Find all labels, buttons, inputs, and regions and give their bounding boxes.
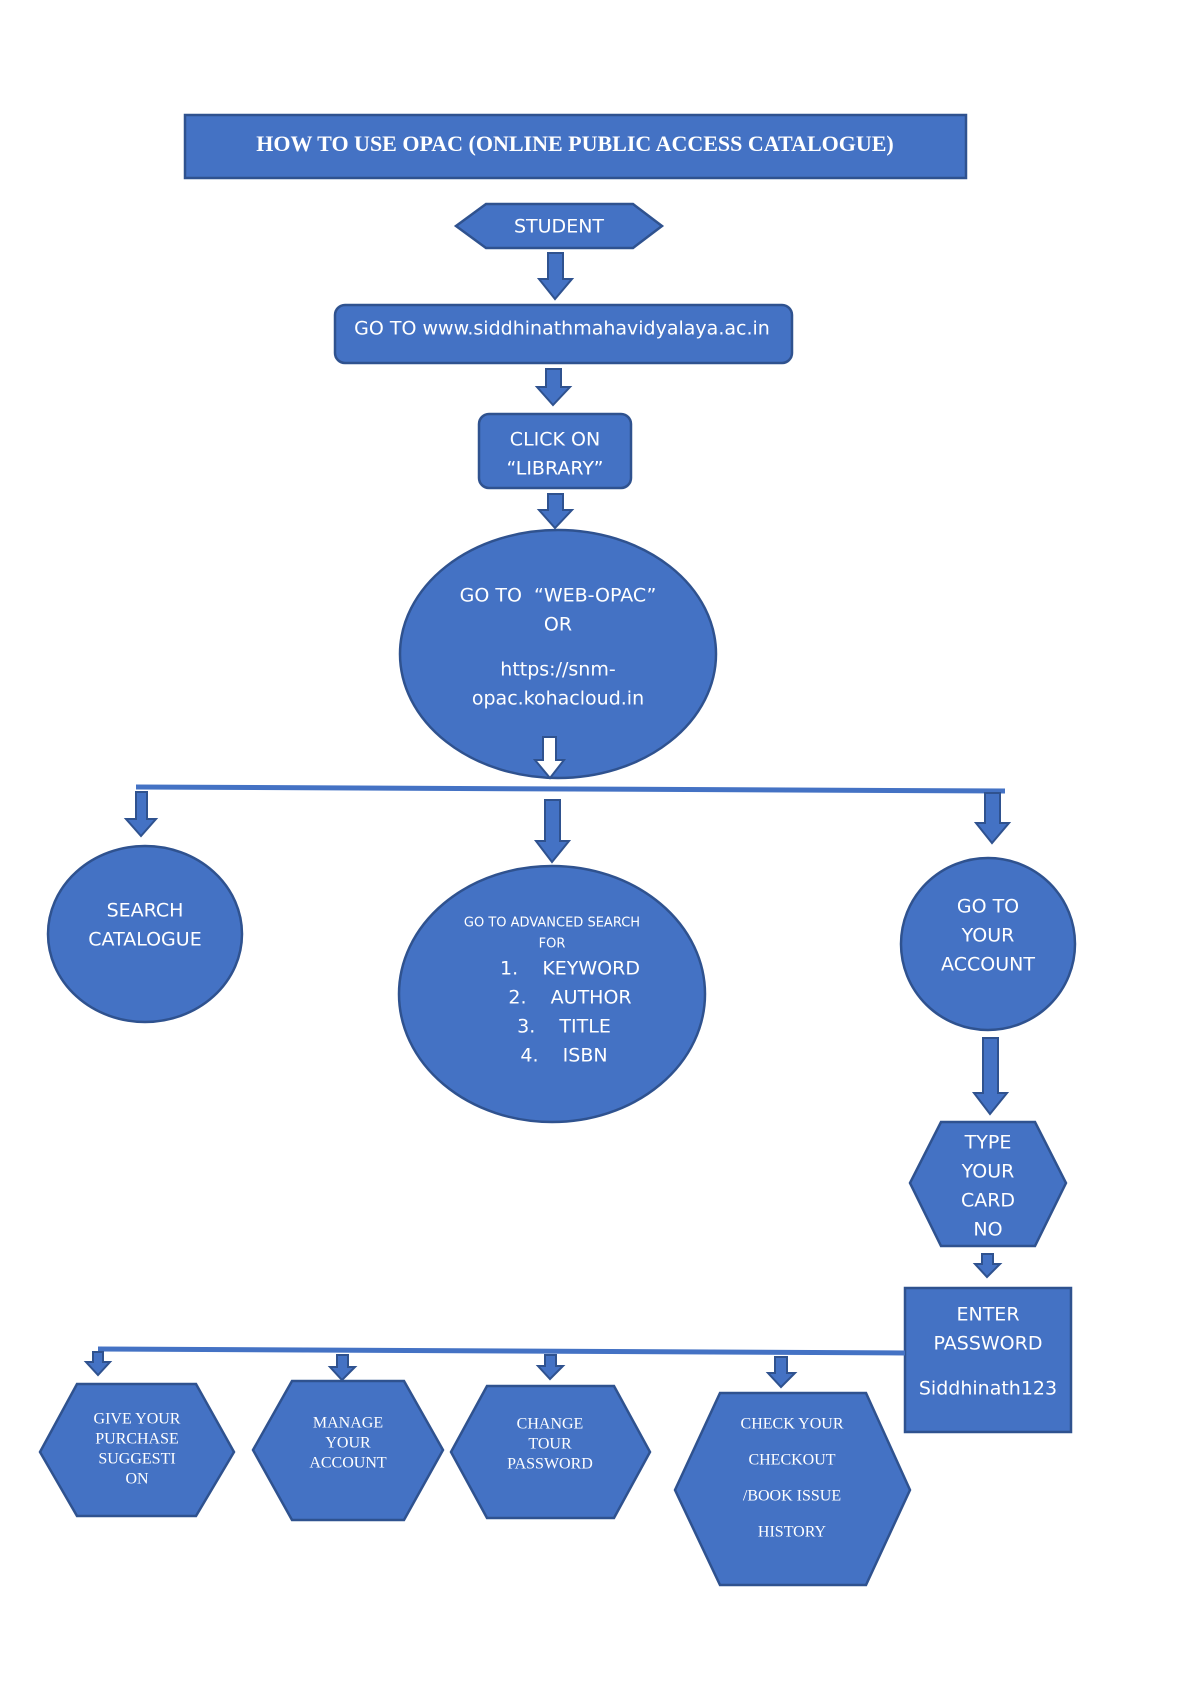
arrow-down-icon bbox=[536, 493, 575, 530]
arrow-down-icon bbox=[973, 792, 1012, 845]
hollow-arrow-down-icon bbox=[532, 736, 567, 780]
card-number-node: TYPE YOUR CARD NO bbox=[908, 1120, 1068, 1248]
search-catalogue-line-1: SEARCH bbox=[107, 900, 184, 922]
advanced-search-heading-1: GO TO ADVANCED SEARCH bbox=[464, 916, 640, 931]
web-opac-url-line-2: opac.kohacloud.in bbox=[472, 688, 644, 710]
checkout-line-2: CHECKOUT bbox=[748, 1452, 835, 1469]
library-line-2: “LIBRARY” bbox=[506, 458, 603, 480]
advanced-search-heading-2: FOR bbox=[539, 937, 566, 952]
purchase-line-1: GIVE YOUR bbox=[94, 1411, 181, 1428]
purchase-line-4: ON bbox=[125, 1471, 149, 1488]
purchase-line-2: PURCHASE bbox=[95, 1431, 179, 1448]
change-password-line-1: CHANGE bbox=[517, 1416, 584, 1433]
web-opac-line-2: OR bbox=[544, 614, 572, 636]
arrow-down-icon bbox=[765, 1356, 798, 1389]
password-node: ENTER PASSWORD Siddhinath123 bbox=[903, 1286, 1073, 1434]
advanced-search-node: GO TO ADVANCED SEARCH FOR 1. KEYWORD 2. … bbox=[397, 864, 707, 1124]
checkout-line-4: HISTORY bbox=[758, 1524, 827, 1541]
advanced-search-item: 2. AUTHOR bbox=[508, 987, 631, 1009]
card-line-2: YOUR bbox=[961, 1161, 1015, 1183]
library-line-1: CLICK ON bbox=[510, 429, 600, 451]
manage-line-3: ACCOUNT bbox=[309, 1455, 387, 1472]
arrow-down-icon bbox=[534, 368, 573, 407]
checkout-line-1: CHECK YOUR bbox=[741, 1416, 844, 1433]
checkout-line-3: /BOOK ISSUE bbox=[743, 1488, 841, 1505]
card-line-1: TYPE bbox=[964, 1132, 1012, 1154]
change-password-node: CHANGE TOUR PASSWORD bbox=[449, 1384, 652, 1520]
card-line-4: NO bbox=[973, 1219, 1002, 1241]
arrow-down-icon bbox=[971, 1037, 1010, 1116]
advanced-search-item: 4. ISBN bbox=[520, 1045, 607, 1067]
password-value: Siddhinath123 bbox=[919, 1378, 1057, 1400]
manage-line-2: YOUR bbox=[325, 1435, 371, 1452]
student-label: STUDENT bbox=[514, 216, 604, 238]
advanced-search-item: 1. KEYWORD bbox=[500, 958, 640, 980]
change-password-line-2: TOUR bbox=[528, 1436, 572, 1453]
website-label: GO TO www.siddhinathmahavidyalaya.ac.in bbox=[354, 318, 770, 340]
account-line-1: GO TO bbox=[957, 896, 1019, 918]
manage-line-1: MANAGE bbox=[313, 1415, 383, 1432]
search-catalogue-line-2: CATALOGUE bbox=[88, 929, 201, 951]
web-opac-line-1: GO TO “WEB-OPAC” bbox=[460, 585, 657, 607]
manage-account-node: MANAGE YOUR ACCOUNT bbox=[251, 1379, 445, 1522]
title-box: HOW TO USE OPAC (ONLINE PUBLIC ACCESS CA… bbox=[183, 113, 968, 180]
account-node: GO TO YOUR ACCOUNT bbox=[899, 856, 1077, 1032]
web-opac-node: GO TO “WEB-OPAC” OR https://snm- opac.ko… bbox=[398, 528, 718, 780]
account-line-3: ACCOUNT bbox=[941, 954, 1035, 976]
change-password-line-3: PASSWORD bbox=[507, 1456, 593, 1473]
password-line-1: ENTER bbox=[956, 1304, 1019, 1326]
branch-connector-bottom bbox=[97, 1346, 906, 1356]
website-node: GO TO www.siddhinathmahavidyalaya.ac.in bbox=[333, 303, 794, 365]
student-node: STUDENT bbox=[453, 202, 665, 250]
purchase-suggestion-node: GIVE YOUR PURCHASE SUGGESTI ON bbox=[38, 1382, 236, 1518]
advanced-search-item: 3. TITLE bbox=[517, 1016, 611, 1038]
web-opac-url-line-1: https://snm- bbox=[500, 659, 615, 681]
page-title: HOW TO USE OPAC (ONLINE PUBLIC ACCESS CA… bbox=[256, 131, 894, 156]
account-line-2: YOUR bbox=[961, 925, 1015, 947]
arrow-down-icon bbox=[535, 1354, 566, 1381]
purchase-line-3: SUGGESTI bbox=[98, 1451, 175, 1468]
card-line-3: CARD bbox=[961, 1190, 1015, 1212]
branch-connector-top bbox=[135, 784, 1006, 794]
arrow-down-icon bbox=[123, 791, 159, 838]
arrow-down-icon bbox=[83, 1351, 113, 1377]
password-line-2: PASSWORD bbox=[934, 1333, 1043, 1355]
arrow-down-icon bbox=[972, 1253, 1003, 1279]
search-catalogue-node: SEARCH CATALOGUE bbox=[46, 844, 244, 1024]
arrow-down-icon bbox=[327, 1354, 358, 1382]
checkout-history-node: CHECK YOUR CHECKOUT /BOOK ISSUE HISTORY bbox=[673, 1391, 912, 1587]
arrow-down-icon bbox=[533, 799, 572, 864]
library-node: CLICK ON “LIBRARY” bbox=[477, 412, 633, 490]
arrow-down-icon bbox=[536, 252, 575, 301]
